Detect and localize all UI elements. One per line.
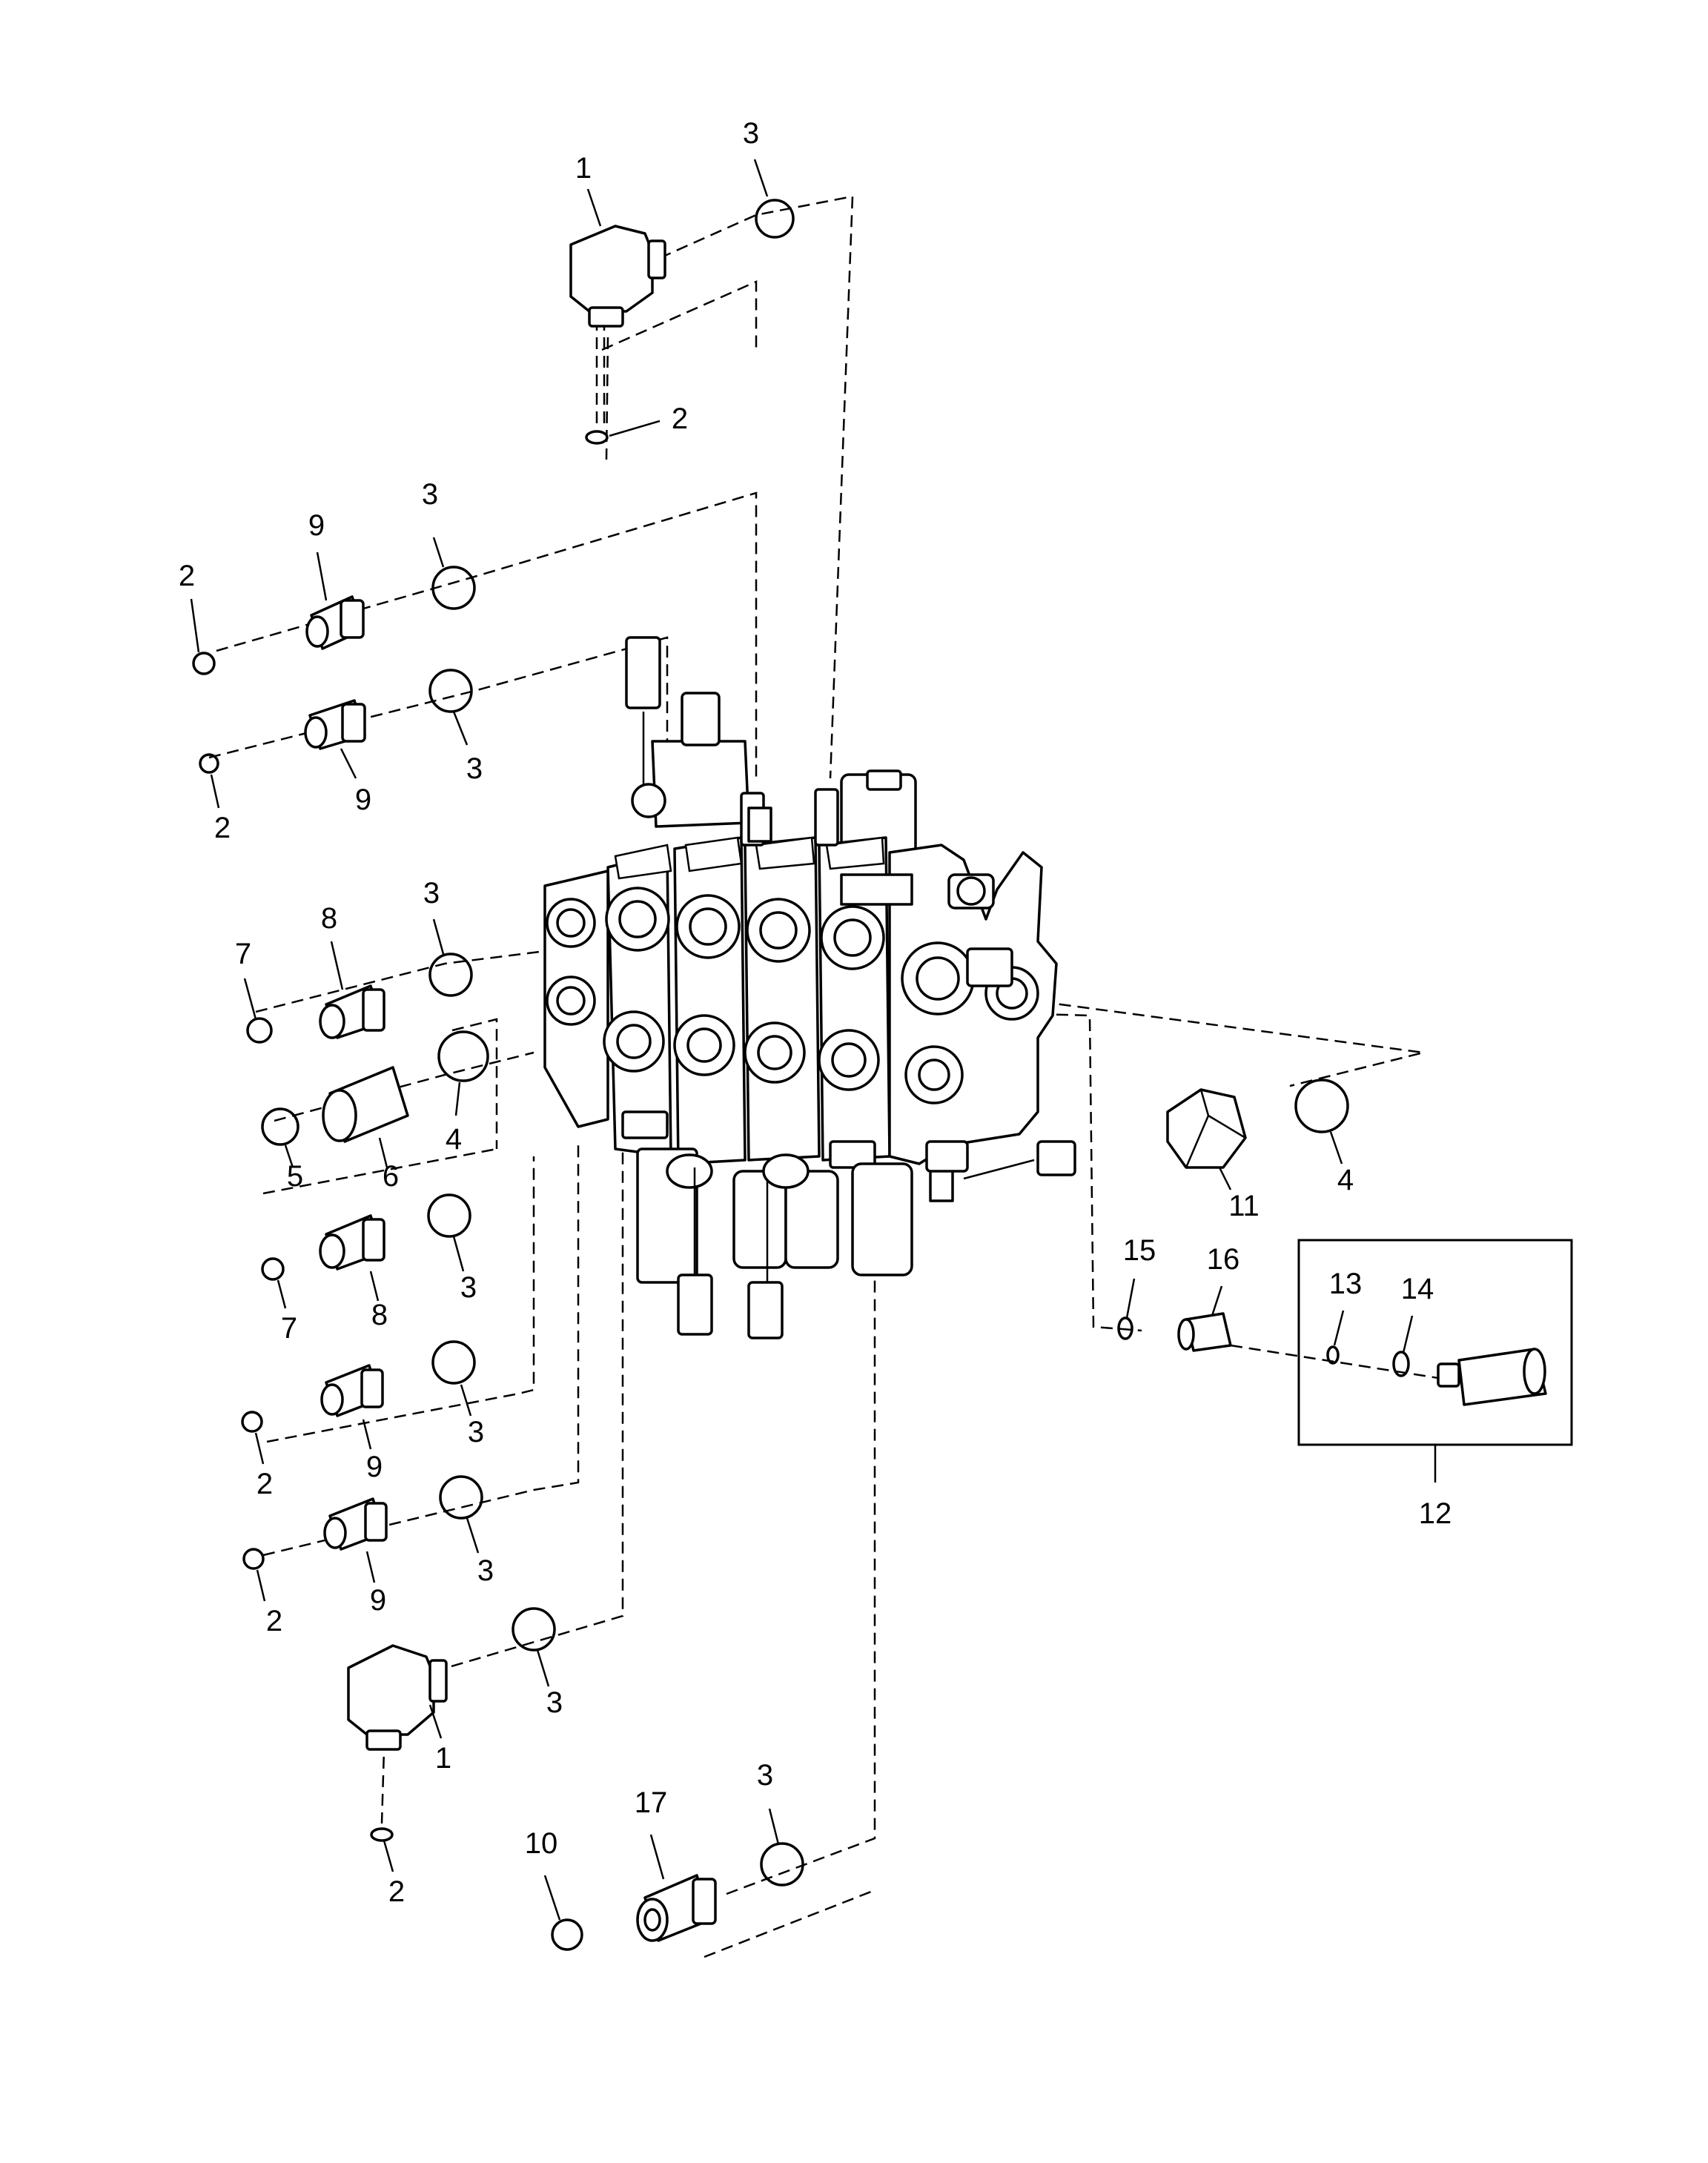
o-ring-item10 [551,1918,583,1951]
o-ring-item5 [261,1107,299,1146]
relief-cartridge-kit [1437,1348,1547,1406]
adapter-fitting-9b [304,699,366,750]
callout-2-a: 2 [179,560,195,592]
callout-2-b: 2 [214,812,231,844]
callout-11: 11 [1228,1190,1260,1222]
control-valve-body [543,692,1058,1169]
solenoid-cartridges [625,636,1076,1339]
o-ring-item13 [1326,1345,1340,1365]
callout-9-c: 9 [366,1451,383,1483]
callout-2-e: 2 [388,1875,405,1908]
o-ring-item2-e [370,1827,394,1842]
o-ring-item3-e [431,1340,476,1385]
callout-1-bot: 1 [435,1742,451,1775]
callout-3-d: 3 [460,1271,477,1304]
callout-8-a: 8 [321,902,337,935]
adapter-item16 [1177,1312,1232,1352]
callout-3-h: 3 [757,1759,773,1792]
o-ring-item14 [1392,1351,1410,1377]
o-ring-item2-b [199,753,219,774]
callout-9-d: 9 [370,1584,386,1617]
callout-13: 13 [1329,1268,1363,1300]
callout-9-a: 9 [308,509,325,542]
callout-7-a: 7 [235,938,251,970]
adapter-fitting-9a [305,595,365,650]
adapter-fitting-8a [319,984,385,1039]
callout-9-b: 9 [355,784,371,816]
o-ring-item3-g [512,1607,556,1652]
callout-3-top: 3 [743,117,759,150]
o-ring-item3-h [760,1842,804,1887]
callout-labels: 1 3 2 2 9 3 3 9 2 7 8 3 5 6 4 7 8 3 2 9 … [179,117,1452,1908]
callout-3-c: 3 [423,877,440,910]
callout-14: 14 [1401,1273,1434,1305]
o-ring-item3-d [427,1193,471,1238]
o-ring-item7-a [246,1017,273,1044]
plug-item6 [322,1066,409,1143]
callout-17: 17 [635,1786,668,1819]
o-ring-item3-a [431,566,476,610]
callout-7-b: 7 [281,1312,297,1345]
elbow-fitting-top [569,225,666,328]
o-ring-item3-c [428,953,473,997]
callout-3-g: 3 [546,1686,563,1719]
o-ring-item2-top [585,430,609,445]
callout-3-f: 3 [477,1554,494,1587]
o-ring-item2-a [192,652,216,675]
callout-8-b: 8 [371,1299,388,1331]
o-ring-item3-b [428,669,473,713]
elbow-fitting-bottom [347,1644,448,1751]
callout-6: 6 [383,1160,399,1193]
adapter-fitting-8b [319,1214,385,1271]
hex-plug-item11 [1166,1088,1247,1169]
callout-3-b: 3 [466,752,483,785]
o-ring-item3-top [755,199,795,239]
o-ring-item7-b [261,1257,285,1281]
adapter-fitting-9d [323,1497,388,1551]
callout-5: 5 [287,1160,303,1193]
o-ring-item4-a [437,1030,489,1082]
callout-16: 16 [1207,1243,1240,1276]
callout-2-top: 2 [672,403,688,435]
adapter-fitting-17 [636,1874,717,1942]
callout-3-a: 3 [422,478,438,511]
o-ring-item4-b [1294,1079,1349,1133]
callout-15: 15 [1123,1234,1156,1267]
o-ring-item2-d [242,1548,265,1570]
callout-2-d: 2 [266,1605,282,1637]
o-ring-item2-c [241,1411,263,1433]
leader-lines [190,159,1414,1921]
o-ring-item15 [1117,1316,1133,1340]
callout-2-c: 2 [256,1468,273,1500]
o-ring-item3-f [439,1475,483,1520]
callout-4-b: 4 [1337,1164,1354,1196]
callout-10: 10 [525,1827,558,1860]
assembly-lines [208,195,1491,1958]
callout-4-a: 4 [446,1123,462,1156]
callout-3-e: 3 [468,1416,484,1448]
callout-1-top: 1 [575,152,592,185]
callout-12: 12 [1419,1497,1452,1530]
adapter-fitting-9c [320,1364,384,1417]
